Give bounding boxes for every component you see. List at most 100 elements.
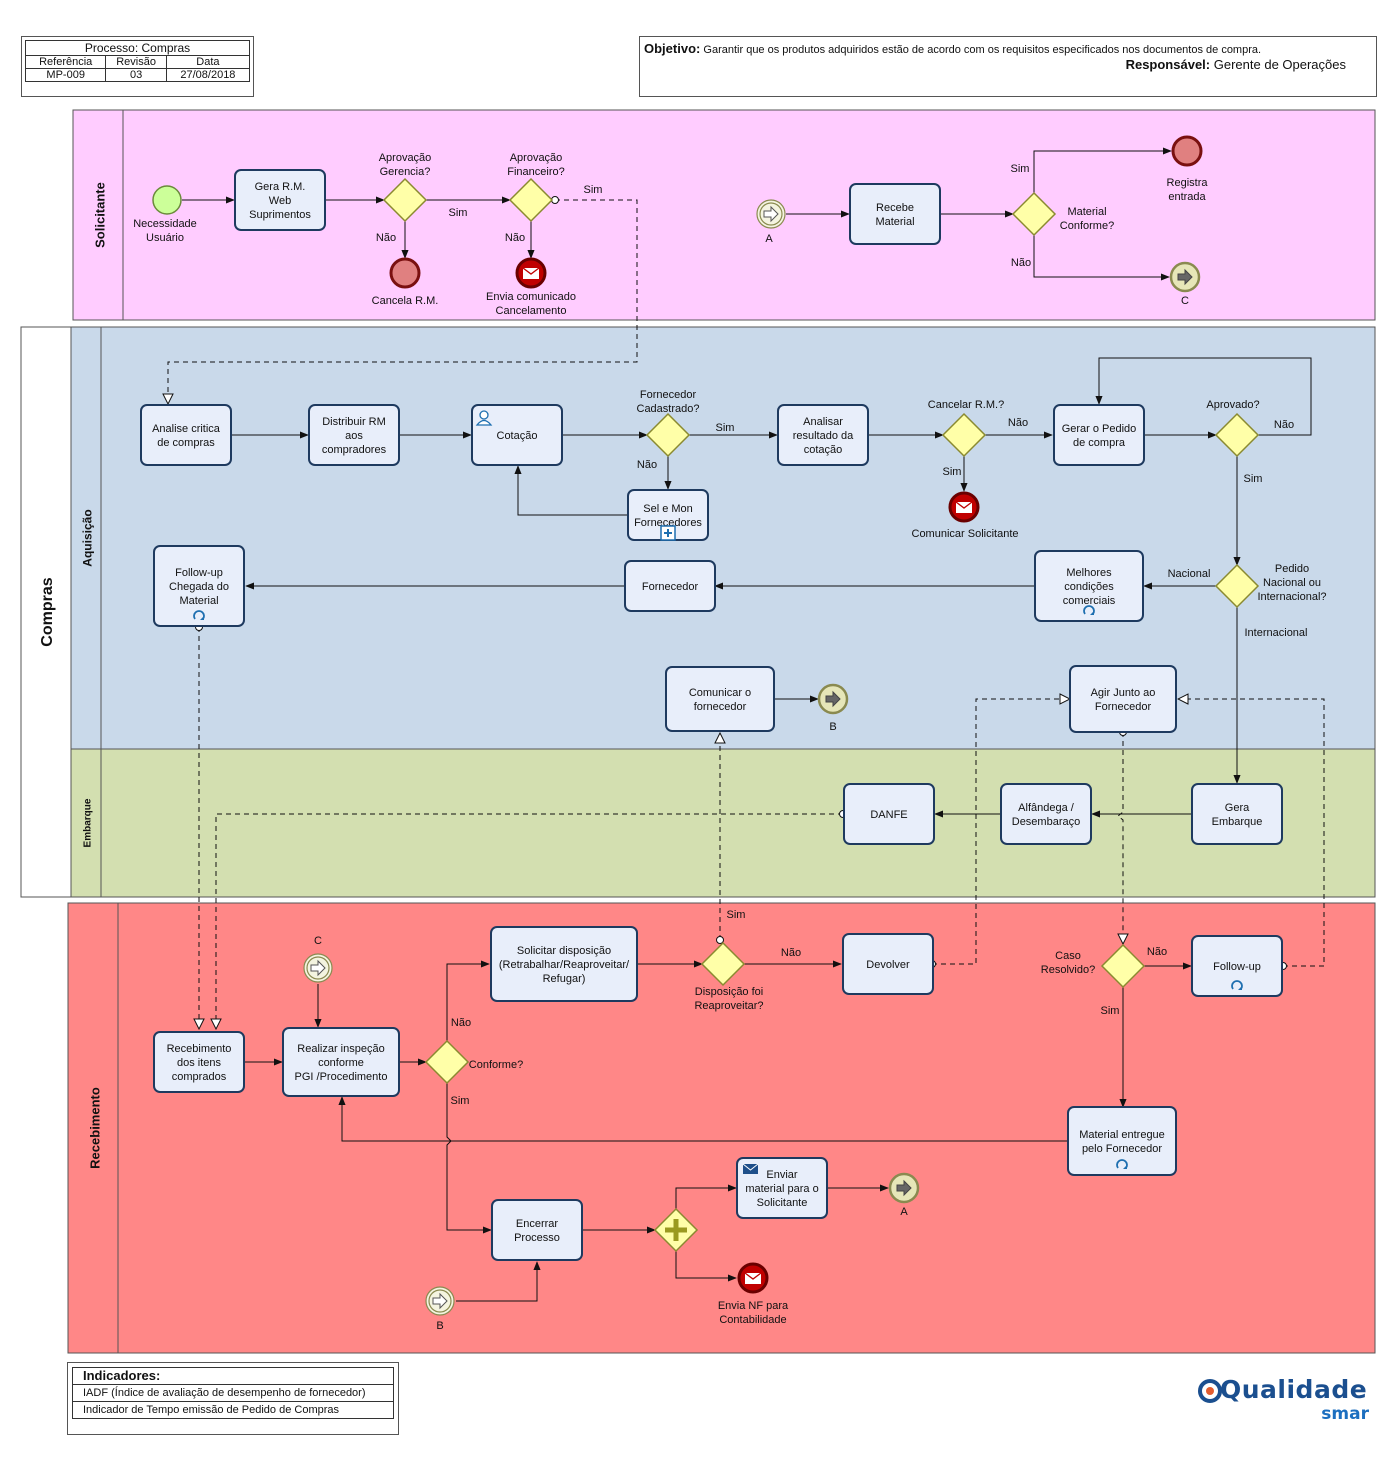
gateway-material-conforme[interactable] <box>1011 191 1057 237</box>
objective-text: Garantir que os produtos adquiridos estã… <box>703 44 1262 56</box>
event-link-a-catch[interactable] <box>756 199 786 229</box>
sequence-flow <box>1033 235 1170 281</box>
task-shape <box>842 933 934 995</box>
event-envia-nf[interactable] <box>737 1262 769 1294</box>
task-followup[interactable]: Follow-up <box>1191 935 1283 997</box>
gateway-disposicao-reaproveitar[interactable] <box>700 941 746 987</box>
gateway-shape <box>1214 563 1260 609</box>
flow-label-nao: Não <box>1008 417 1028 429</box>
task-cotacao[interactable]: Cotação <box>471 404 563 466</box>
gateway-pedido-nacional-internacional[interactable] <box>1214 563 1260 609</box>
gateway-aprovacao-financeiro[interactable] <box>508 177 554 223</box>
link-arrow-icon <box>825 690 841 708</box>
objective-label: Objetivo: <box>644 41 701 56</box>
gateway-cancelar-rm[interactable] <box>941 412 987 458</box>
sequence-flow <box>446 1083 492 1234</box>
event-necessidade-usuario[interactable] <box>152 185 182 215</box>
task-label: Alfândega /Desembaraço <box>1012 802 1080 828</box>
gateway-conforme[interactable] <box>424 1039 470 1085</box>
event-link-c-catch[interactable] <box>303 953 333 983</box>
link-arrow-icon <box>310 959 326 977</box>
task-danfe[interactable]: DANFE <box>843 783 935 845</box>
event-envia-comunicado[interactable] <box>515 257 547 289</box>
gateway-caso-resolvido[interactable] <box>1100 943 1146 989</box>
label-aprovado: Aprovado? <box>1206 399 1259 411</box>
event-link-a-throw[interactable] <box>888 1172 920 1204</box>
loop-icon-arrow <box>200 616 204 620</box>
task-fornecedor[interactable]: Fornecedor <box>624 560 716 612</box>
gateway-shape <box>1214 412 1260 458</box>
gateway-parallel[interactable] <box>653 1207 699 1253</box>
event-link-b-catch[interactable] <box>425 1286 455 1316</box>
gateway-shape <box>1100 943 1146 989</box>
event-cancela-rm[interactable] <box>389 257 421 289</box>
task-shape <box>1069 665 1177 733</box>
message-flow <box>168 199 638 404</box>
flow-label-nao: Não <box>505 232 525 244</box>
link-arrow-icon <box>896 1179 912 1197</box>
flow-label-nao: Não <box>1274 419 1294 431</box>
gateway-shape <box>424 1039 470 1085</box>
sequence-flow <box>1033 147 1172 193</box>
objective-box: Objetivo: Garantir que os produtos adqui… <box>639 36 1377 97</box>
task-shape <box>471 404 563 466</box>
indicators-box: Indicadores: IADF (Índice de avaliação d… <box>67 1362 399 1435</box>
gateway-shape <box>645 412 691 458</box>
sequence-flow <box>675 1184 737 1209</box>
task-label: Fornecedor <box>642 581 699 593</box>
message-flow-origin <box>716 936 724 944</box>
task-solicitar-disposicao[interactable]: Solicitar disposição(Retrabalhar/Reaprov… <box>490 926 638 1002</box>
gateway-fornecedor-cadastrado[interactable] <box>645 412 691 458</box>
task-shape <box>777 404 869 466</box>
task-shape <box>624 560 716 612</box>
event-registra-entrada[interactable] <box>1171 135 1203 167</box>
responsible-text: Gerente de Operações <box>1213 57 1346 72</box>
message-flow <box>932 699 1070 965</box>
sequence-flow <box>456 1261 541 1302</box>
flow-label-nao: Não <box>637 459 657 471</box>
task-alfandega[interactable]: Alfândega /Desembaraço <box>1000 783 1092 845</box>
link-arrow-icon <box>432 1292 448 1310</box>
gateway-aprovado[interactable] <box>1214 412 1260 458</box>
task-shape <box>1191 935 1283 997</box>
parallel-plus-icon <box>665 1219 687 1241</box>
sequence-flow <box>1095 357 1312 436</box>
flow-label-nao: Não <box>1147 946 1167 958</box>
indicator-item: IADF (Índice de avaliação de desempenho … <box>72 1384 394 1402</box>
task-devolver[interactable]: Devolver <box>842 933 934 995</box>
event-link-b-throw[interactable] <box>817 683 849 715</box>
event-comunicar-solicitante[interactable] <box>948 491 980 523</box>
event-link-c-throw[interactable] <box>1169 261 1201 293</box>
flow-label-sim: Sim <box>584 184 603 196</box>
flow-label-nao: Não <box>781 947 801 959</box>
gateway-aprovacao-gerencia[interactable] <box>382 177 428 223</box>
task-shape <box>308 404 400 466</box>
